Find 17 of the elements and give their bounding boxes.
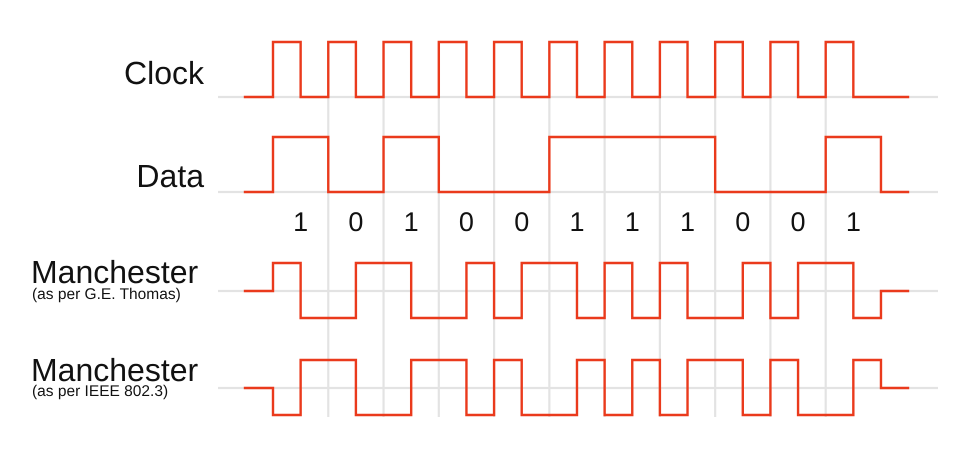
signal-name: Data (136, 160, 204, 192)
bit-value: 1 (846, 209, 861, 236)
bit-value: 0 (348, 209, 364, 236)
bit-value: 0 (458, 209, 474, 236)
bit-value: 0 (514, 209, 530, 236)
bit-value: 1 (680, 209, 696, 236)
bit-value: 1 (624, 209, 640, 236)
signal-note: (as per G.E. Thomas) (32, 287, 181, 302)
signal-name: Manchester (31, 256, 198, 288)
signal-note: (as per IEEE 802.3) (32, 384, 168, 400)
signal-name: Manchester (31, 354, 198, 386)
signal-name: Clock (124, 57, 204, 89)
bit-value: 1 (293, 209, 308, 236)
bit-value: 0 (735, 209, 750, 236)
bit-value: 0 (790, 209, 806, 236)
bit-value: 1 (569, 209, 584, 236)
bit-value: 1 (404, 209, 419, 236)
